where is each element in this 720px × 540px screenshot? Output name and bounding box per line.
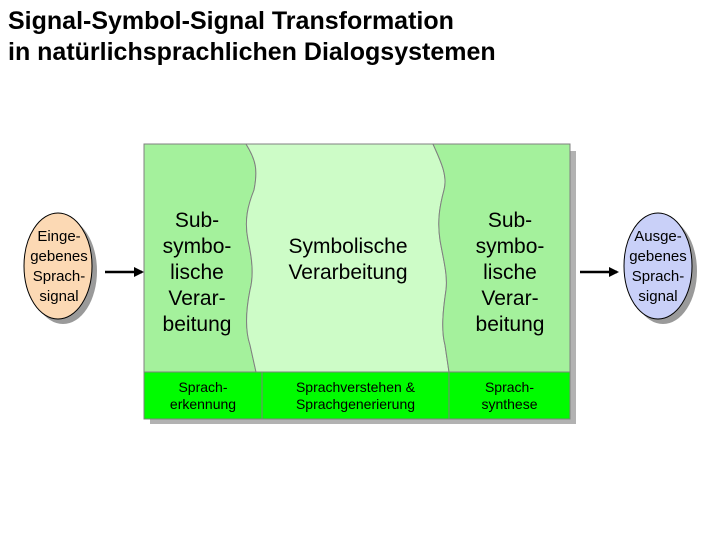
task-bar-right: [448, 371, 571, 420]
right-panel-label: Sub- symbo- lische Verar- beitung: [475, 209, 545, 336]
right-task-label: Sprach- synthese: [481, 379, 538, 412]
input-signal-oval: [23, 212, 93, 320]
middle-panel-label: Symbolische Verarbeitung: [288, 235, 408, 284]
title-line-1: Signal-Symbol-Signal Transformation: [8, 7, 454, 35]
panel-frame: [143, 143, 571, 420]
output-signal-label: Ausge- gebenes Sprach- signal: [629, 228, 687, 305]
input-signal-label: Einge- gebenes Sprach- signal: [30, 228, 88, 305]
title-line-2: in natürlichsprachlichen Dialogsystemen: [8, 38, 496, 66]
middle-task-label: Sprachverstehen & Sprachgenerierung: [295, 379, 416, 412]
output-signal-oval: [623, 212, 693, 320]
left-panel-label: Sub- symbo- lische Verar- beitung: [162, 209, 232, 336]
right-subsymbolic-panel: [432, 143, 571, 373]
page-title: Signal-Symbol-Signal Transformation in n…: [8, 6, 496, 68]
left-task-label: Sprach- erkennung: [169, 379, 237, 412]
